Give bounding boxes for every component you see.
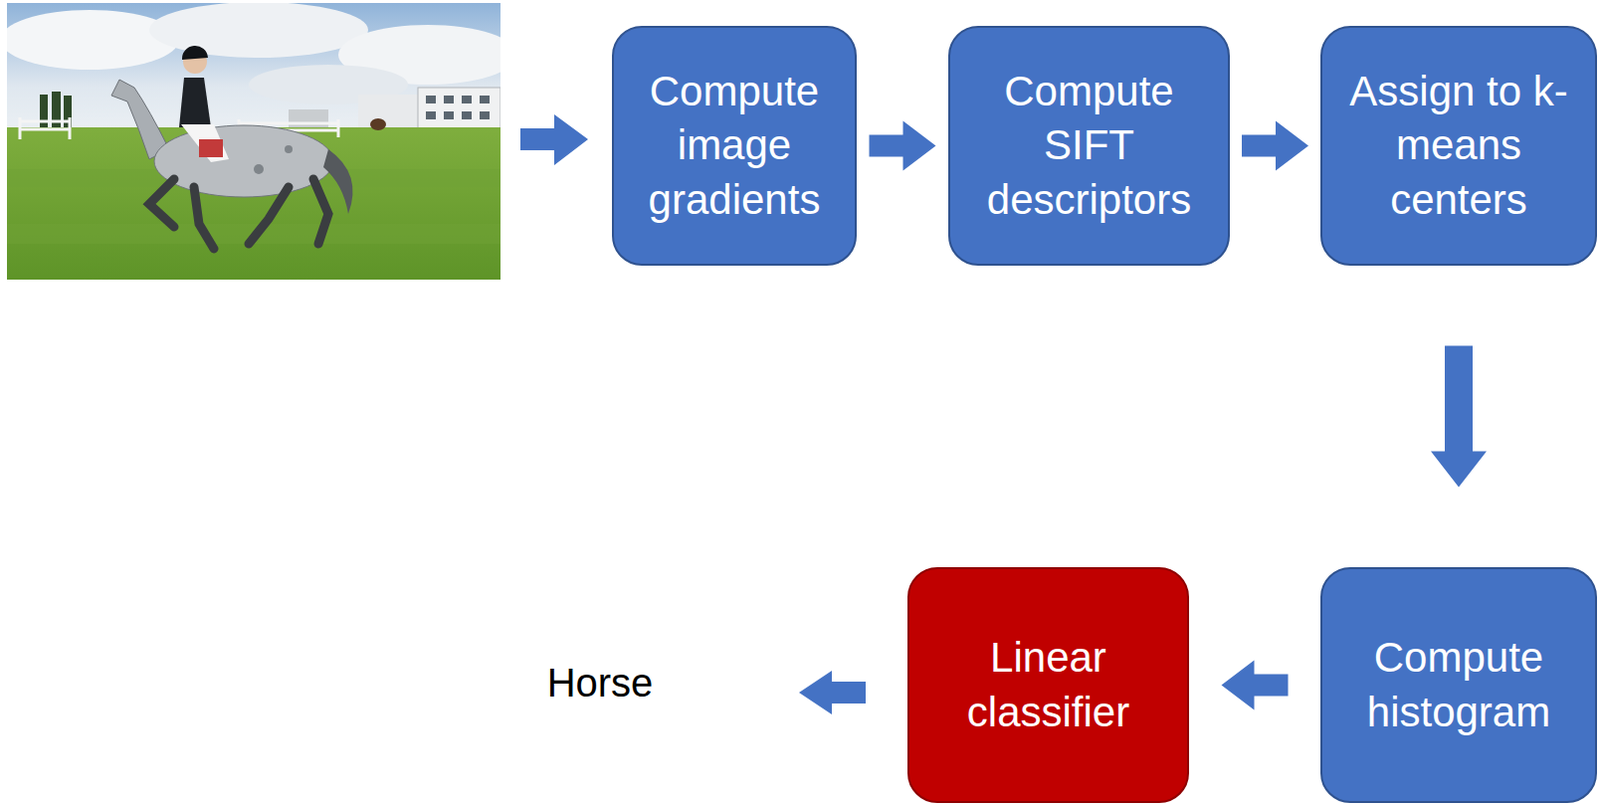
window xyxy=(461,111,472,120)
fence-rail xyxy=(19,120,70,124)
cloud xyxy=(149,2,369,58)
process-box: Compute SIFT descriptors xyxy=(948,25,1230,266)
window xyxy=(425,95,436,104)
horse-leg xyxy=(149,179,175,227)
horse-body xyxy=(154,125,334,198)
block-arrow xyxy=(1221,660,1289,711)
rider-jacket xyxy=(179,77,211,128)
rider-breeches xyxy=(181,124,229,163)
horse-photo xyxy=(6,2,501,280)
block-arrow xyxy=(869,121,937,172)
box-text: Linear classifier xyxy=(925,630,1172,740)
horse-leg xyxy=(313,179,329,244)
block-arrow xyxy=(520,114,589,166)
output-label: Horse xyxy=(547,660,654,706)
box-text: Compute SIFT descriptors xyxy=(966,64,1212,228)
block-arrow xyxy=(799,670,866,715)
fence-rail xyxy=(19,128,70,132)
horse-leg xyxy=(248,187,289,244)
box-text: Compute image gradients xyxy=(629,64,839,228)
fence-rail xyxy=(238,122,339,126)
building xyxy=(417,87,501,133)
rider-helmet xyxy=(182,45,208,60)
tree xyxy=(39,94,48,130)
cloud xyxy=(6,9,180,70)
saddle-cloth xyxy=(199,139,223,158)
block-arrow xyxy=(1241,121,1309,172)
building xyxy=(358,94,418,133)
window xyxy=(479,111,490,120)
dapple xyxy=(253,164,264,175)
process-box: Assign to k-means centers xyxy=(1320,25,1598,266)
distant-horse xyxy=(370,118,387,131)
window xyxy=(443,111,454,120)
window xyxy=(461,95,472,104)
process-box: Compute image gradients xyxy=(611,25,857,266)
box-text: Compute histogram xyxy=(1338,630,1580,740)
dapple xyxy=(284,145,293,154)
process-box: Compute histogram xyxy=(1320,567,1598,803)
classifier-box: Linear classifier xyxy=(907,567,1190,803)
tree xyxy=(51,91,61,130)
block-arrow xyxy=(1430,346,1487,488)
box-text: Assign to k-means centers xyxy=(1338,64,1580,228)
horse-leg xyxy=(194,187,214,249)
window xyxy=(425,111,436,120)
window xyxy=(443,95,454,104)
horse-tail xyxy=(323,149,354,214)
horse-legs xyxy=(149,179,329,249)
window xyxy=(479,95,490,104)
